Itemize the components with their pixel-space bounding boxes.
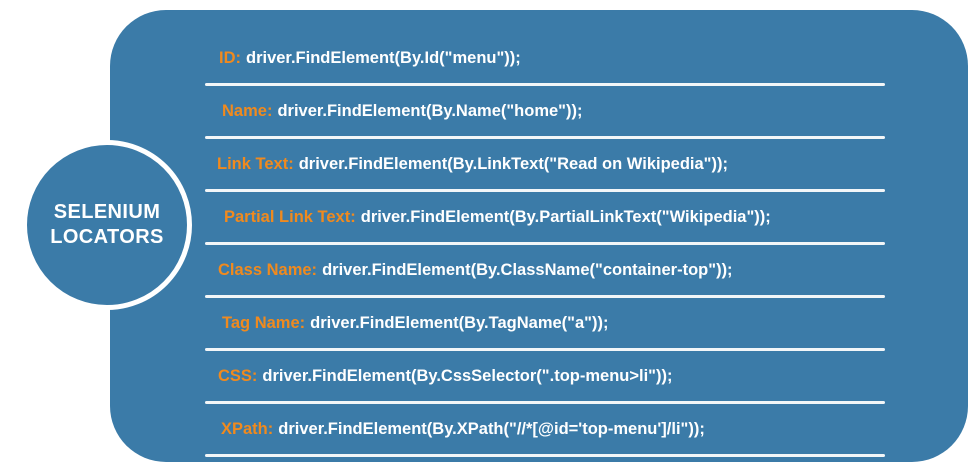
row-divider [205,295,885,298]
node-title-line-2: LOCATORS [50,226,164,248]
row-divider [205,401,885,404]
selenium-locators-node[interactable]: SELENIUM LOCATORS [22,140,192,310]
row-divider [205,348,885,351]
locator-label-link-text: Link Text: [217,154,294,173]
locator-row-name: Name: driver.FindElement(By.Name("home")… [205,86,885,136]
locator-code-xpath: driver.FindElement(By.XPath("//*[@id='to… [278,419,705,438]
locator-row-xpath: XPath: driver.FindElement(By.XPath("//*[… [205,404,885,454]
locator-code-css: driver.FindElement(By.CssSelector(".top-… [262,366,673,385]
locator-row-tag-name: Tag Name: driver.FindElement(By.TagName(… [205,298,885,348]
locator-label-id: ID: [219,48,241,67]
locator-list: ID: driver.FindElement(By.Id("menu")); N… [205,33,885,457]
locator-code-id: driver.FindElement(By.Id("menu")); [246,48,521,67]
locator-row-partial-link-text: Partial Link Text: driver.FindElement(By… [205,192,885,242]
locator-row-link-text: Link Text: driver.FindElement(By.LinkTex… [205,139,885,189]
row-divider [205,242,885,245]
locator-code-class-name: driver.FindElement(By.ClassName("contain… [322,260,733,279]
locator-label-tag-name: Tag Name: [222,313,306,332]
row-divider [205,136,885,139]
row-divider [205,454,885,457]
locator-label-partial-link-text: Partial Link Text: [224,207,356,226]
locator-code-tag-name: driver.FindElement(By.TagName("a")); [310,313,609,332]
row-divider [205,189,885,192]
locator-row-class-name: Class Name: driver.FindElement(By.ClassN… [205,245,885,295]
row-divider [205,83,885,86]
locator-label-class-name: Class Name: [218,260,318,279]
locator-code-name: driver.FindElement(By.Name("home")); [277,101,583,120]
locator-row-id: ID: driver.FindElement(By.Id("menu")); [205,33,885,83]
node-title-line-1: SELENIUM [53,201,161,223]
locator-code-link-text: driver.FindElement(By.LinkText("Read on … [298,154,728,173]
locator-row-css: CSS: driver.FindElement(By.CssSelector("… [205,351,885,401]
locator-code-partial-link-text: driver.FindElement(By.PartialLinkText("W… [360,207,771,226]
locator-label-xpath: XPath: [221,419,274,438]
locator-label-name: Name: [222,101,273,120]
locator-label-css: CSS: [218,366,258,385]
